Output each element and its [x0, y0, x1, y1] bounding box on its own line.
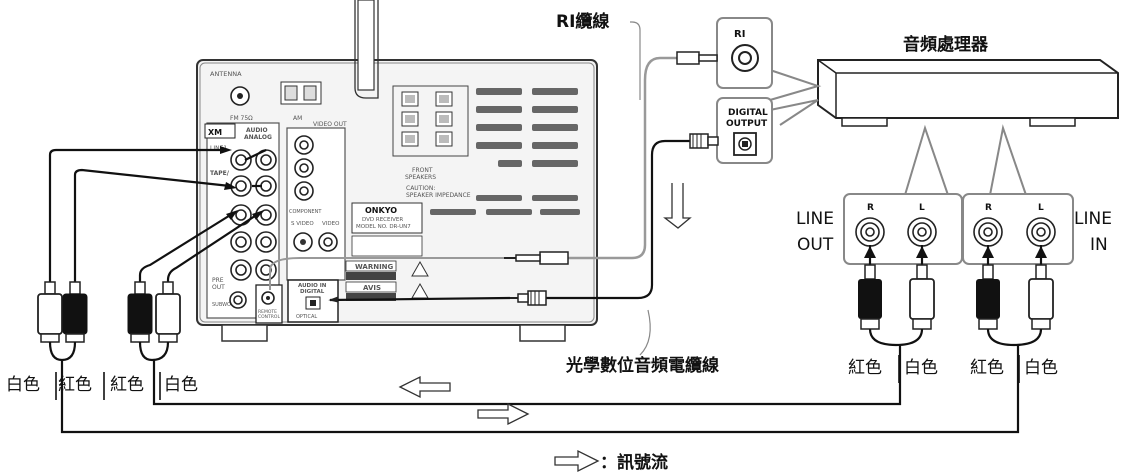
avis-label: AVIS [363, 284, 381, 292]
label-white-4: 白色 [1024, 358, 1058, 378]
label-white-3: 白色 [904, 358, 938, 378]
svg-text:OPTICAL: OPTICAL [296, 314, 317, 320]
rca-cables-right [858, 245, 1054, 347]
svg-text:CONTROL: CONTROL [258, 314, 280, 320]
warning-label: WARNING [355, 263, 394, 271]
brand-label: ONKYO [365, 206, 397, 215]
digital-output-box: DIGITAL OUTPUT [716, 97, 773, 164]
line-in-box: R L [962, 193, 1074, 265]
rca-plug-red-4 [976, 279, 1000, 319]
front-speakers-label: FRONT [412, 167, 433, 174]
svg-text:DIGITAL: DIGITAL [728, 108, 768, 118]
am-label: AM [293, 115, 302, 122]
svg-text:LINE1: LINE1 [210, 145, 227, 152]
svg-text:ANALOG: ANALOG [244, 134, 272, 141]
label-red-1: 紅色 [58, 375, 92, 395]
rca-cables-left [37, 146, 1020, 434]
label-white-2: 白色 [164, 375, 198, 395]
svg-text:VIDEO: VIDEO [322, 221, 340, 227]
callout-digital [769, 99, 819, 126]
callout-line-out [904, 124, 949, 196]
svg-text:TAPE/: TAPE/ [210, 170, 230, 177]
audio-processor: 音頻處理器 [817, 34, 1119, 127]
svg-text:AUDIO: AUDIO [246, 127, 268, 134]
svg-text:IN: IN [1090, 235, 1108, 255]
svg-text:OUT: OUT [212, 284, 225, 291]
svg-text:DIGITAL: DIGITAL [300, 289, 325, 295]
svg-text:OUTPUT: OUTPUT [726, 119, 768, 129]
svg-text:PRE: PRE [212, 277, 224, 284]
label-white-1: 白色 [6, 375, 40, 395]
svg-text:SPEAKERS: SPEAKERS [405, 174, 436, 181]
remote-control-label: REMOTE [258, 309, 277, 315]
signal-arrow-down [663, 183, 692, 229]
signal-arrow-left [398, 375, 451, 399]
optical-cable-label: 光學數位音頻電纜線 [565, 355, 719, 376]
line-in-label: LINE [1074, 209, 1112, 229]
svg-text:R: R [985, 203, 992, 213]
rca-jacks [229, 149, 277, 309]
svg-text:SUBWOOFER: SUBWOOFER [212, 302, 245, 308]
svg-text:MODEL NO. DR-UN7: MODEL NO. DR-UN7 [356, 224, 411, 230]
svg-text:S VIDEO: S VIDEO [291, 221, 314, 227]
rca-plug-white-4 [1028, 278, 1054, 320]
line-out-label: LINE [796, 209, 834, 229]
svg-text:SPEAKER IMPEDANCE: SPEAKER IMPEDANCE [406, 192, 471, 199]
rca-plug-red-2 [127, 281, 153, 343]
xm-label: XM [208, 128, 222, 137]
legend-label: ：訊號流 [600, 452, 668, 473]
caution-label: CAUTION: [406, 185, 435, 192]
receiver-rear-panel: ANTENNA FM 75Ω AM FRONT SPEAKERS CAUTION… [196, 0, 598, 342]
callout-line-in [989, 124, 1027, 196]
svg-text:VIDEO OUT: VIDEO OUT [313, 121, 347, 128]
rca-plug-red-1 [62, 281, 88, 343]
svg-text:COMPONENT: COMPONENT [289, 209, 322, 215]
fm-label: FM 75Ω [230, 115, 253, 122]
ri-cable: RI纜線 [504, 11, 718, 265]
rca-plug-red-3 [858, 279, 882, 319]
speaker-terminals: FRONT SPEAKERS [392, 85, 469, 181]
line-out-box: R L [843, 193, 963, 265]
antenna-label: ANTENNA [210, 70, 242, 78]
svg-text:AUDIO IN: AUDIO IN [298, 283, 327, 289]
svg-text:R: R [867, 203, 874, 213]
legend-arrow-icon [554, 449, 600, 473]
svg-text:DVD RECEIVER: DVD RECEIVER [362, 217, 403, 223]
label-red-3: 紅色 [848, 358, 882, 378]
ri-box-label: RI [734, 29, 745, 40]
signal-arrow-right [477, 402, 530, 426]
rca-plug-white-1 [37, 281, 63, 343]
optical-cable: 光學數位音頻電纜線 [328, 133, 719, 376]
am-antenna-wire [354, 0, 379, 99]
svg-text:L: L [1038, 203, 1044, 213]
ri-jack-box: RI [716, 17, 773, 89]
svg-text:OUT: OUT [797, 235, 834, 255]
label-red-4: 紅色 [970, 358, 1004, 378]
ri-cable-label: RI纜線 [556, 11, 609, 32]
label-red-2: 紅色 [110, 375, 144, 395]
processor-title: 音頻處理器 [903, 34, 989, 55]
rca-plug-white-3 [909, 278, 935, 320]
callout-ri [769, 69, 822, 101]
svg-text:L: L [919, 203, 925, 213]
rca-plug-white-2 [155, 281, 181, 343]
